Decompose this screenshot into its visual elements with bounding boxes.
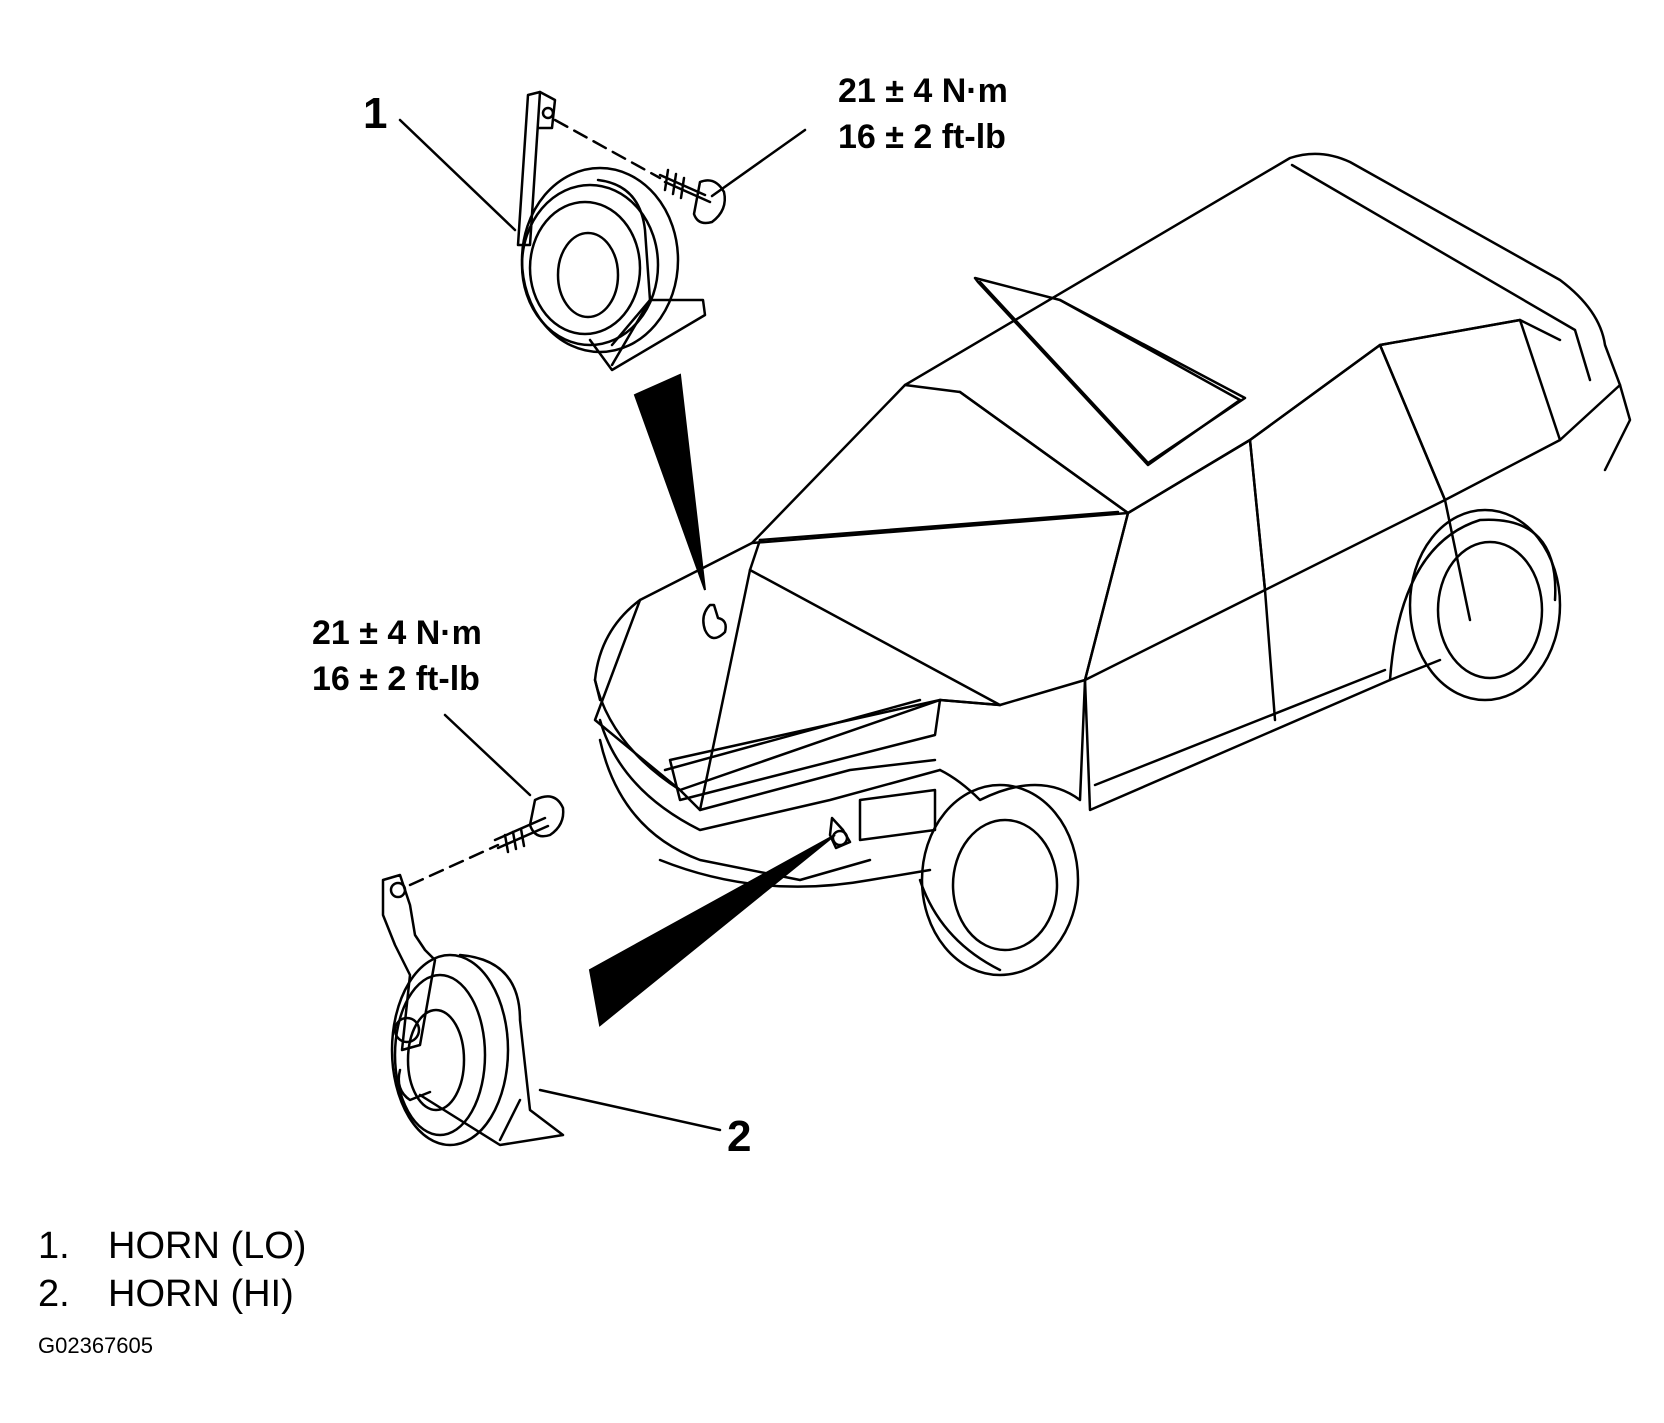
torque-bottom-ftlb: 16 ± 2 ft-lb xyxy=(312,660,480,698)
pointer-wedge-horn-hi xyxy=(588,834,836,1027)
leader-torque-bottom xyxy=(443,713,532,797)
torque-spec-bottom: 21 ± 4 N·m 16 ± 2 ft-lb xyxy=(312,610,482,702)
parts-legend: 1. HORN (LO) 2. HORN (HI) xyxy=(38,1222,306,1318)
leader-callout-1 xyxy=(398,118,517,232)
pointer-wedge-horn-lo xyxy=(633,373,706,591)
horn-lo-location xyxy=(702,603,727,640)
legend-item-label: HORN (HI) xyxy=(108,1273,294,1315)
legend-item-label: HORN (LO) xyxy=(108,1225,307,1267)
legend-item: 1. HORN (LO) xyxy=(38,1222,306,1270)
horn-hi-location xyxy=(828,816,852,850)
legend-item-number: 2. xyxy=(38,1273,70,1315)
front-wheel xyxy=(920,783,1080,977)
vehicle-outline xyxy=(593,152,1632,977)
callout-1: 1 xyxy=(363,89,388,138)
torque-bottom-nm: 21 ± 4 N·m xyxy=(312,614,482,652)
figure-id: G02367605 xyxy=(38,1333,153,1358)
horn-lo-illustration xyxy=(516,90,726,372)
torque-top-ftlb: 16 ± 2 ft-lb xyxy=(838,118,1006,156)
grille xyxy=(668,698,942,802)
leader-callout-2 xyxy=(538,1088,722,1132)
legend-item-number: 1. xyxy=(38,1225,70,1267)
torque-spec-top: 21 ± 4 N·m 16 ± 2 ft-lb xyxy=(838,68,1008,160)
callout-2: 2 xyxy=(727,1112,752,1161)
sunroof xyxy=(973,276,1242,467)
torque-top-nm: 21 ± 4 N·m xyxy=(838,72,1008,110)
horn-hi-illustration xyxy=(381,795,565,1147)
legend-item: 2. HORN (HI) xyxy=(38,1270,306,1318)
rear-wheel xyxy=(1408,508,1562,702)
leader-torque-top xyxy=(710,128,807,198)
